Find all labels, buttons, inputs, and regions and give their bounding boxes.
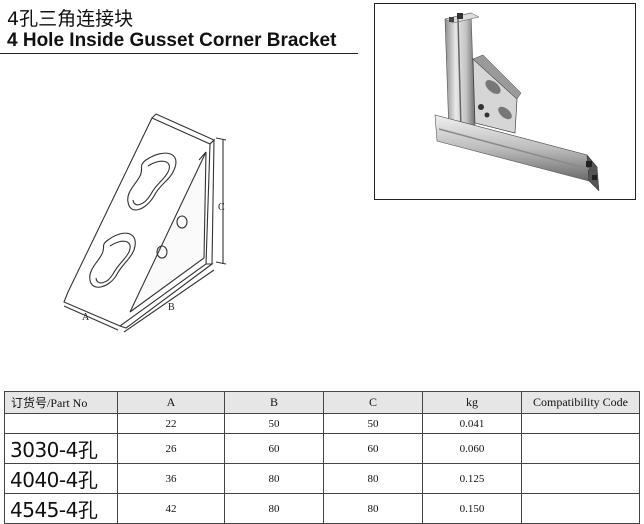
- table-header-row: 订货号/Part No A B C kg Compatibility Code: [4, 391, 640, 414]
- cell-part-no: 3030-4孔: [4, 433, 118, 464]
- cell-c: 80: [323, 493, 423, 524]
- header-kg: kg: [422, 391, 522, 414]
- cell-code: [521, 413, 640, 434]
- title-underline: [0, 53, 358, 54]
- cell-c: 60: [323, 433, 423, 464]
- title-english: 4 Hole Inside Gusset Corner Bracket: [7, 30, 337, 51]
- product-photo-frame: [374, 3, 636, 200]
- cell-a: 36: [117, 463, 225, 494]
- dim-b-label: B: [168, 302, 175, 313]
- header-a: A: [117, 391, 225, 414]
- header-part-no: 订货号/Part No: [4, 391, 118, 414]
- cell-b: 50: [224, 413, 324, 434]
- product-photo: [434, 12, 600, 192]
- table-row: 3030-4孔 26 60 60 0.060: [4, 433, 640, 464]
- header-c: C: [323, 391, 423, 414]
- header-compatibility-code: Compatibility Code: [521, 391, 640, 414]
- cell-b: 80: [224, 493, 324, 524]
- table-row: 4040-4孔 36 80 80 0.125: [4, 463, 640, 494]
- cell-part-no: 4545-4孔: [4, 493, 118, 524]
- cell-a: 26: [117, 433, 225, 464]
- cell-code: [521, 463, 640, 494]
- cell-c: 50: [323, 413, 423, 434]
- cell-kg: 0.041: [422, 413, 522, 434]
- spec-table: 订货号/Part No A B C kg Compatibility Code …: [4, 391, 640, 524]
- cell-kg: 0.150: [422, 493, 522, 524]
- cell-part-no: [4, 413, 118, 434]
- dim-a-label: A: [82, 312, 90, 323]
- cell-b: 60: [224, 433, 324, 464]
- cell-b: 80: [224, 463, 324, 494]
- cell-c: 80: [323, 463, 423, 494]
- title-chinese: 4孔三角连接块: [7, 8, 134, 30]
- cell-kg: 0.125: [422, 463, 522, 494]
- cell-kg: 0.060: [422, 433, 522, 464]
- cell-code: [521, 433, 640, 464]
- cell-a: 22: [117, 413, 225, 434]
- cell-code: [521, 493, 640, 524]
- cell-part-no: 4040-4孔: [4, 463, 118, 494]
- header-b: B: [224, 391, 324, 414]
- cell-a: 42: [117, 493, 225, 524]
- table-row: 4545-4孔 42 80 80 0.150: [4, 493, 640, 524]
- dim-c-label: C: [218, 202, 225, 213]
- bracket-drawing: C B A: [63, 113, 227, 333]
- table-row: 22 50 50 0.041: [4, 413, 640, 434]
